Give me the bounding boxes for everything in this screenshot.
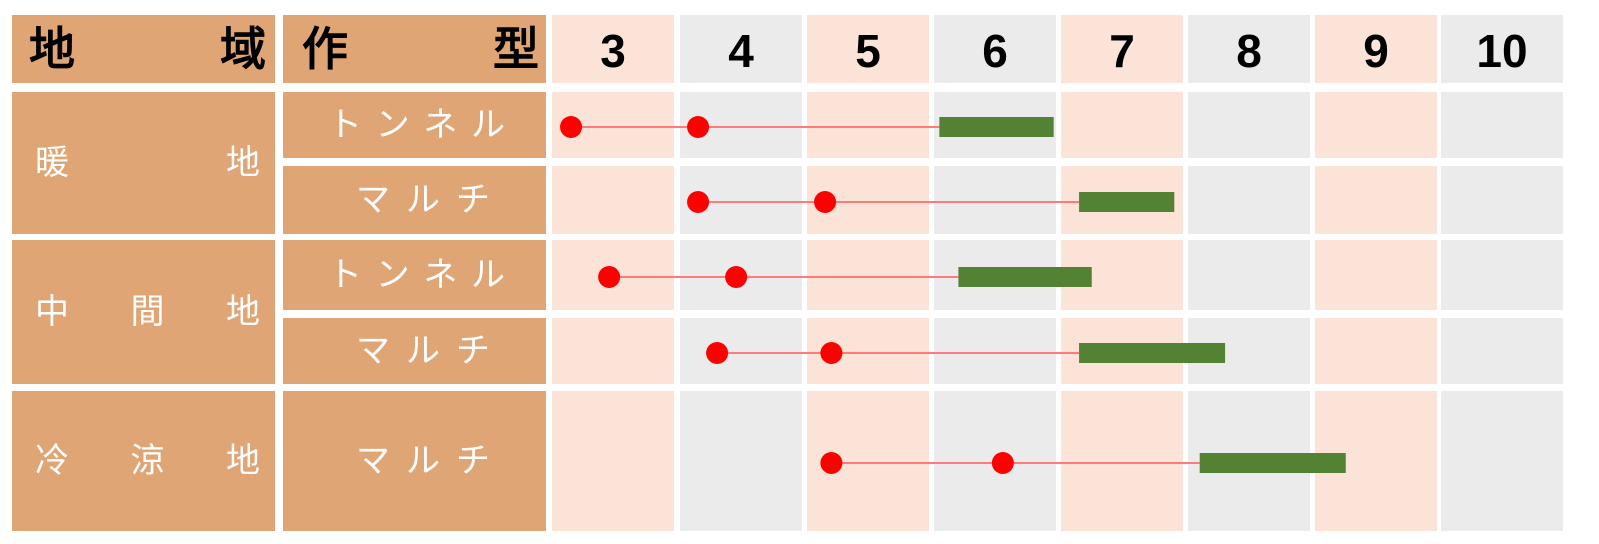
month-label-10: 10 bbox=[1476, 25, 1527, 77]
croptype-label-1-char-2: チ bbox=[456, 180, 490, 220]
region-label-1-char-2: 地 bbox=[226, 292, 260, 332]
harvest-bar-4 bbox=[1199, 453, 1346, 473]
month-header-cell-4 bbox=[680, 15, 802, 83]
grid-cell-r4-m7 bbox=[1061, 391, 1183, 531]
header-region-label-char-1: 域 bbox=[220, 22, 266, 76]
grid-cell-r1-m8 bbox=[1188, 166, 1310, 234]
croptype-label-2-char-2: ネ bbox=[423, 255, 457, 295]
sowing-marker-2 bbox=[598, 266, 621, 288]
croptype-cell-0 bbox=[283, 92, 546, 158]
grid-cell-r4-m4 bbox=[680, 391, 802, 531]
region-label-2-char-2: 地 bbox=[226, 441, 260, 481]
month-header-cell-3 bbox=[552, 15, 674, 83]
harvest-bar-3 bbox=[1079, 343, 1226, 363]
month-label-7: 7 bbox=[1109, 25, 1135, 77]
croptype-label-2-char-3: ル bbox=[471, 255, 505, 295]
croptype-label-3-char-1: ル bbox=[406, 331, 440, 371]
croptype-cell-2 bbox=[283, 240, 546, 310]
planting-marker-1 bbox=[814, 191, 837, 213]
region-label-0-char-0: 暖 bbox=[35, 143, 69, 183]
croptype-label-2-char-0: ト bbox=[328, 255, 362, 295]
month-label-6: 6 bbox=[982, 25, 1008, 77]
croptype-label-3-char-2: チ bbox=[456, 331, 490, 371]
grid-cell-r3-m10 bbox=[1441, 318, 1563, 384]
region-label-2-char-1: 涼 bbox=[131, 441, 165, 481]
region-label-1-char-0: 中 bbox=[35, 292, 69, 332]
grid-cell-r1-m9 bbox=[1315, 166, 1437, 234]
croptype-label-0-char-0: ト bbox=[328, 105, 362, 145]
grid-cell-r1-m10 bbox=[1441, 166, 1563, 234]
header-croptype-label-char-1: 型 bbox=[493, 22, 539, 76]
croptype-cell-4 bbox=[283, 391, 546, 531]
grid-cell-r0-m10 bbox=[1441, 92, 1563, 158]
header-region-label-char-0: 地 bbox=[29, 22, 75, 76]
croptype-label-0-char-2: ネ bbox=[423, 105, 457, 145]
croptype-cell-3 bbox=[283, 318, 546, 384]
grid-cell-r1-m3 bbox=[552, 166, 674, 234]
planting-marker-4 bbox=[991, 452, 1014, 474]
grid-cell-r0-m5 bbox=[807, 92, 929, 158]
grid-cell-r3-m4 bbox=[680, 318, 802, 384]
grid-cell-r0-m9 bbox=[1315, 92, 1437, 158]
region-label-0-char-1: 地 bbox=[226, 143, 260, 183]
croptype-label-1-char-1: ル bbox=[406, 180, 440, 220]
month-label-9: 9 bbox=[1363, 25, 1389, 77]
grid-cell-r1-m6 bbox=[934, 166, 1056, 234]
sowing-marker-3 bbox=[706, 342, 729, 364]
grid-cell-r3-m3 bbox=[552, 318, 674, 384]
month-header-cell-9 bbox=[1315, 15, 1437, 83]
sowing-marker-1 bbox=[687, 191, 710, 213]
croptype-label-3-char-0: マ bbox=[356, 331, 390, 371]
header-croptype-cell bbox=[283, 15, 546, 83]
sowing-marker-4 bbox=[820, 452, 843, 474]
grid-cell-r0-m8 bbox=[1188, 92, 1310, 158]
region-label-2-char-0: 冷 bbox=[35, 441, 69, 481]
grid-cell-r4-m10 bbox=[1441, 391, 1563, 531]
planting-marker-2 bbox=[725, 266, 748, 288]
croptype-cell-1 bbox=[283, 166, 546, 234]
region-cell-2 bbox=[12, 391, 275, 531]
harvest-bar-2 bbox=[958, 267, 1092, 287]
grid-cell-r3-m9 bbox=[1315, 318, 1437, 384]
month-header-cell-8 bbox=[1188, 15, 1310, 83]
croptype-label-4-char-0: マ bbox=[356, 441, 390, 481]
grid-cell-r2-m9 bbox=[1315, 240, 1437, 310]
month-header-cell-5 bbox=[807, 15, 929, 83]
month-label-3: 3 bbox=[600, 25, 626, 77]
croptype-label-0-char-3: ル bbox=[471, 105, 505, 145]
region-label-1-char-1: 間 bbox=[131, 292, 165, 332]
croptype-label-0-char-1: ン bbox=[376, 105, 410, 145]
month-label-5: 5 bbox=[855, 25, 881, 77]
month-label-4: 4 bbox=[728, 25, 754, 77]
croptype-label-4-char-1: ル bbox=[406, 441, 440, 481]
grid-cell-r2-m5 bbox=[807, 240, 929, 310]
croptype-label-1-char-0: マ bbox=[356, 180, 390, 220]
grid-cell-r3-m6 bbox=[934, 318, 1056, 384]
grid-cell-r0-m7 bbox=[1061, 92, 1183, 158]
grid-cell-r2-m8 bbox=[1188, 240, 1310, 310]
month-header-cell-7 bbox=[1061, 15, 1183, 83]
planting-marker-3 bbox=[820, 342, 843, 364]
sowing-marker-0 bbox=[560, 116, 583, 138]
grid-cell-r2-m10 bbox=[1441, 240, 1563, 310]
region-cell-1 bbox=[12, 240, 275, 384]
month-header-cell-10 bbox=[1441, 15, 1563, 83]
month-header-cell-6 bbox=[934, 15, 1056, 83]
month-label-8: 8 bbox=[1236, 25, 1262, 77]
harvest-bar-0 bbox=[939, 117, 1054, 137]
grid-cell-r4-m3 bbox=[552, 391, 674, 531]
region-cell-0 bbox=[12, 92, 275, 234]
harvest-bar-1 bbox=[1079, 192, 1175, 212]
croptype-label-2-char-1: ン bbox=[376, 255, 410, 295]
header-region-cell bbox=[12, 15, 275, 83]
croptype-label-4-char-2: チ bbox=[456, 441, 490, 481]
header-croptype-label-char-0: 作 bbox=[302, 22, 348, 76]
planting-marker-0 bbox=[687, 116, 710, 138]
